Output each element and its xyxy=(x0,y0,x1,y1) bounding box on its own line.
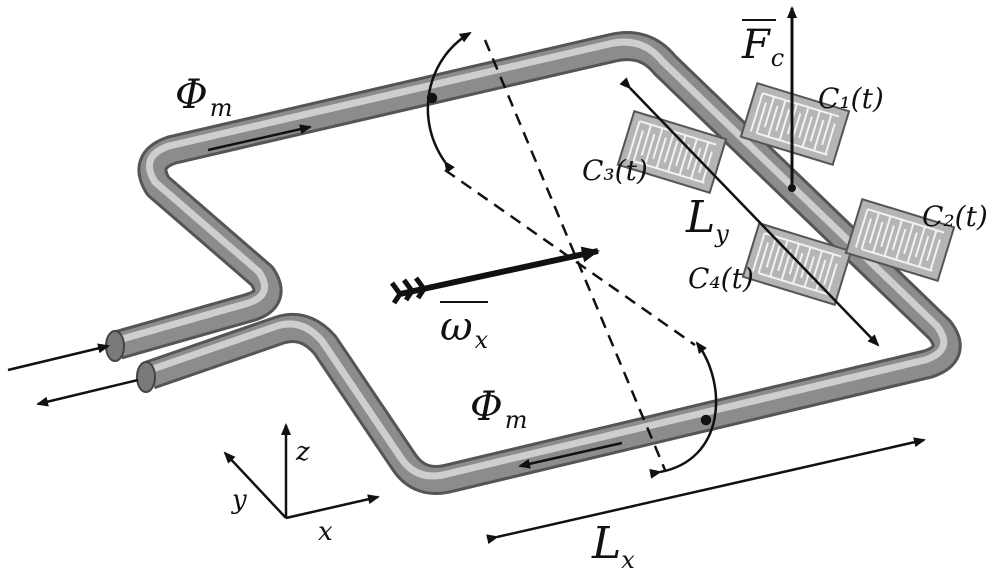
phi-bottom-label: Φm xyxy=(470,384,528,434)
ly-dimension-arrow xyxy=(619,77,880,347)
svg-text:ωx: ωx xyxy=(440,304,489,354)
ly-label: Ly xyxy=(685,192,729,248)
omega-label: ωx xyxy=(440,301,489,354)
svg-text:Fc: Fc xyxy=(741,22,784,72)
omega-arrow xyxy=(389,246,600,305)
coordinate-axes xyxy=(223,423,380,520)
c2-label: C₂(t) xyxy=(922,200,988,233)
twist-dashed-lines xyxy=(444,39,696,471)
c4-label: C₄(t) xyxy=(688,262,754,295)
tube-outlet-end xyxy=(136,361,156,393)
lx-dimension-arrow xyxy=(486,437,926,545)
force-label: Fc xyxy=(741,19,784,72)
axis-z-label: z xyxy=(295,437,310,467)
c1-label: C₁(t) xyxy=(818,82,884,115)
lx-label: Lx xyxy=(591,518,635,574)
flow-arrows xyxy=(7,124,623,469)
tube-inlet-end xyxy=(105,330,125,362)
phi-top-label: Φm xyxy=(175,72,233,122)
twist-arc-top xyxy=(426,31,472,174)
c3-label: C₃(t) xyxy=(582,154,648,187)
axis-y-label: y xyxy=(231,485,247,515)
axis-x-label: x xyxy=(318,517,333,547)
